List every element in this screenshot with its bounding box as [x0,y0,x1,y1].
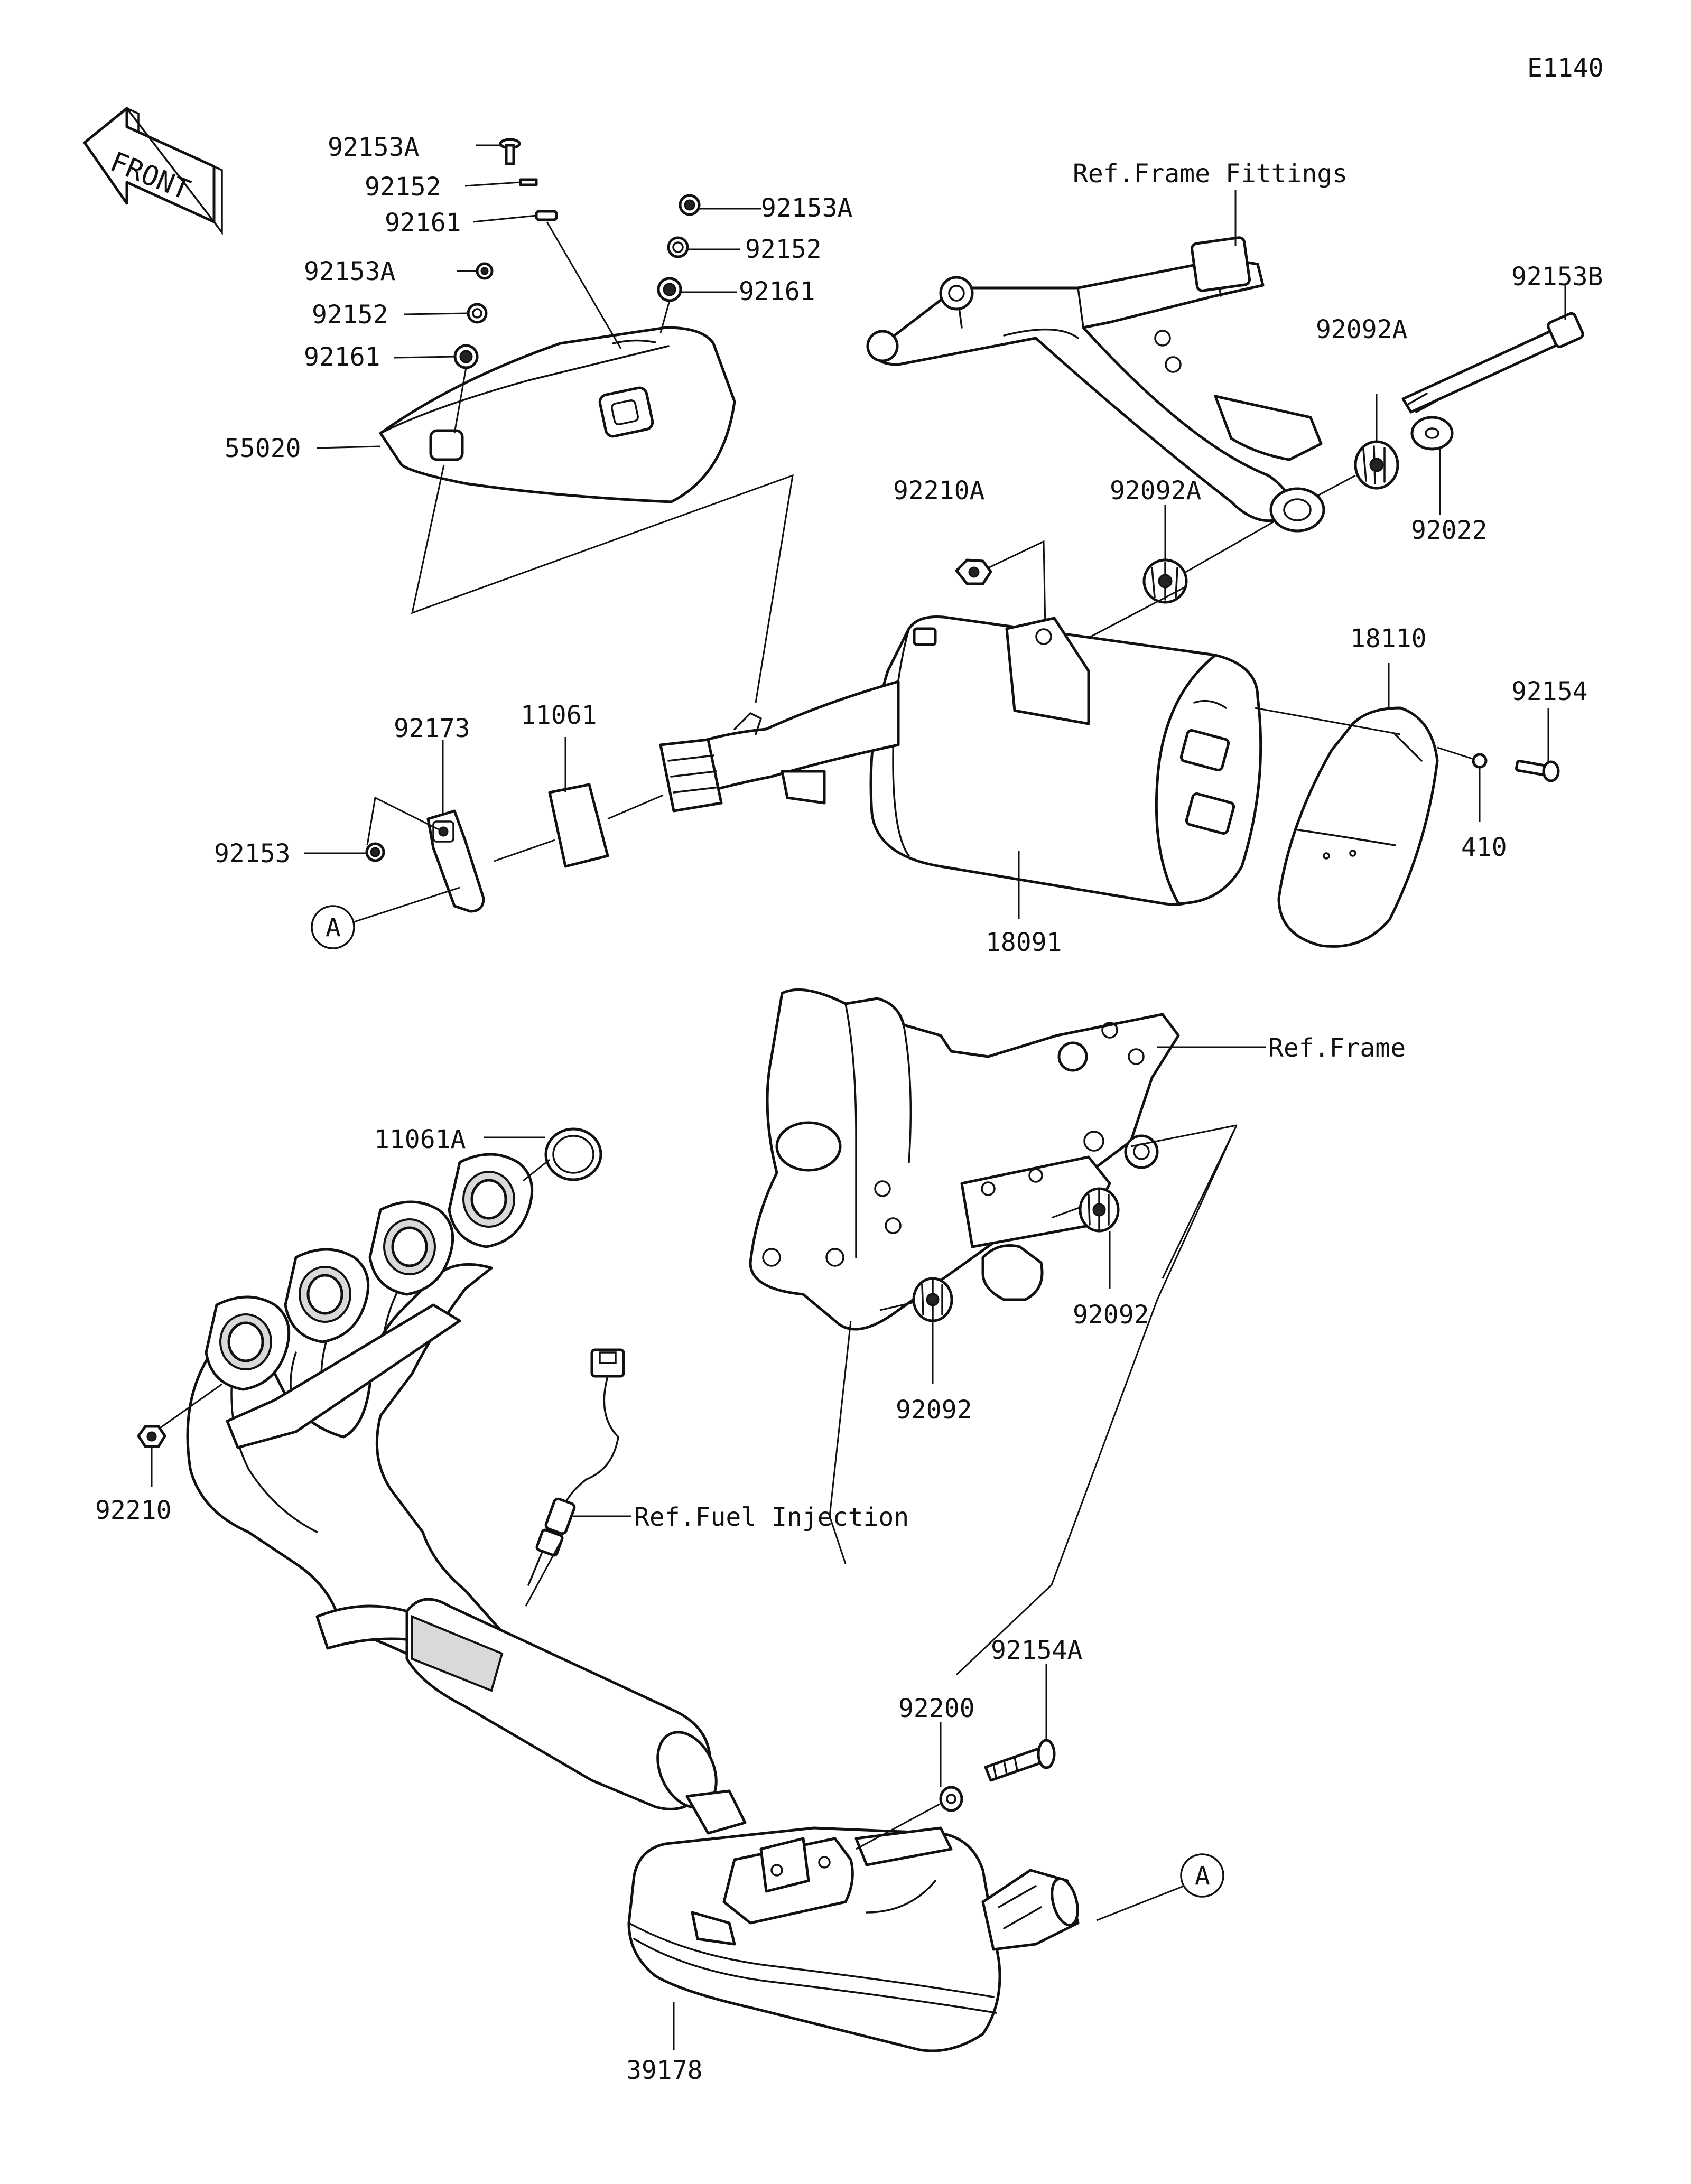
ref-frame-fittings: Ref.Frame Fittings [1073,159,1348,189]
label-92153A-c: 92153A [761,193,852,223]
svg-text:A: A [1195,1861,1210,1891]
end-cap-18110 [1277,706,1439,948]
ref-frame: Ref.Frame [1268,1033,1406,1063]
bolt-92154A [984,1739,1056,1782]
label-92161-a: 92161 [385,208,461,238]
washer-92022 [1410,416,1454,451]
leader-lines-top-left [317,144,794,703]
label-92173: 92173 [394,714,470,743]
collar-92152-right [667,236,689,258]
label-92161-b: 92161 [304,342,380,372]
label-92152-c: 92152 [745,235,822,264]
label-92092-a: 92092 [1073,1300,1149,1330]
callout-a-left: A [311,905,355,949]
diagram-code: E1140 [1527,53,1604,83]
clamp-92173 [426,809,485,913]
label-92153A-a: 92153A [328,133,419,162]
svg-text:A: A [326,913,341,942]
leader-lines-lower-left [151,1136,550,1487]
label-92153A-b: 92153A [304,257,395,286]
damper-92092A-right [1354,440,1399,490]
leader-lines-lower-right [829,1046,1266,1676]
label-92200: 92200 [898,1694,975,1723]
frame-section [749,988,1180,1331]
label-92154: 92154 [1511,677,1588,706]
label-410: 410 [1461,833,1507,862]
catalyst-body [405,1598,747,1835]
label-92161-c: 92161 [739,277,815,306]
bracket-bushing [1269,487,1325,533]
label-92092A-a: 92092A [1316,315,1407,344]
label-92152-b: 92152 [312,300,388,330]
leader-lines-middle-right [1018,663,1549,919]
label-39178: 39178 [626,2056,703,2085]
label-92152-a: 92152 [365,172,441,202]
label-92153B: 92153B [1511,262,1603,292]
label-92210: 92210 [95,1496,172,1525]
pre-chamber-39178 [627,1826,1080,2052]
grommet-92161-top [535,210,558,221]
nut-92210 [137,1425,166,1448]
leader-lines-bottom [673,1664,1184,2050]
heat-guard-55020 [379,326,736,503]
damper-92092-right [1079,1187,1120,1233]
front-arrow-icon: FRONT [83,107,223,236]
label-92092A-b: 92092A [1110,476,1201,506]
label-11061: 11061 [521,701,597,730]
bolt-92153B [1401,312,1584,414]
label-92022: 92022 [1411,516,1488,545]
ref-fuel-injection: Ref.Fuel Injection [634,1502,909,1532]
label-55020: 55020 [225,434,301,463]
silencer-18091 [869,615,1262,906]
damper-92092A-center [1142,558,1188,604]
leader-lines-middle-left [304,737,664,923]
washer-92200 [939,1786,963,1812]
washer-410 [1472,753,1488,769]
label-11061A: 11061A [374,1125,466,1154]
screw-92153A-top [499,138,521,165]
callout-a-right: A [1180,1853,1224,1898]
silencer-inlet-pipe [659,680,900,813]
gasket-11061 [548,783,609,868]
collar-92152-left [467,303,488,324]
label-18091: 18091 [986,928,1062,957]
label-92153: 92153 [214,839,291,869]
collar-92152-top [519,178,538,186]
gasket-11061A [544,1127,602,1181]
screw-92154 [1515,760,1560,782]
o2-sensor [527,1348,625,1586]
label-18110: 18110 [1350,624,1427,654]
label-92092-b: 92092 [896,1395,972,1425]
damper-92092-left [912,1277,953,1322]
label-92154A: 92154A [991,1636,1082,1665]
label-92210A: 92210A [893,476,984,506]
exhaust-flanges [205,1153,534,1391]
nut-92210A [955,558,992,585]
